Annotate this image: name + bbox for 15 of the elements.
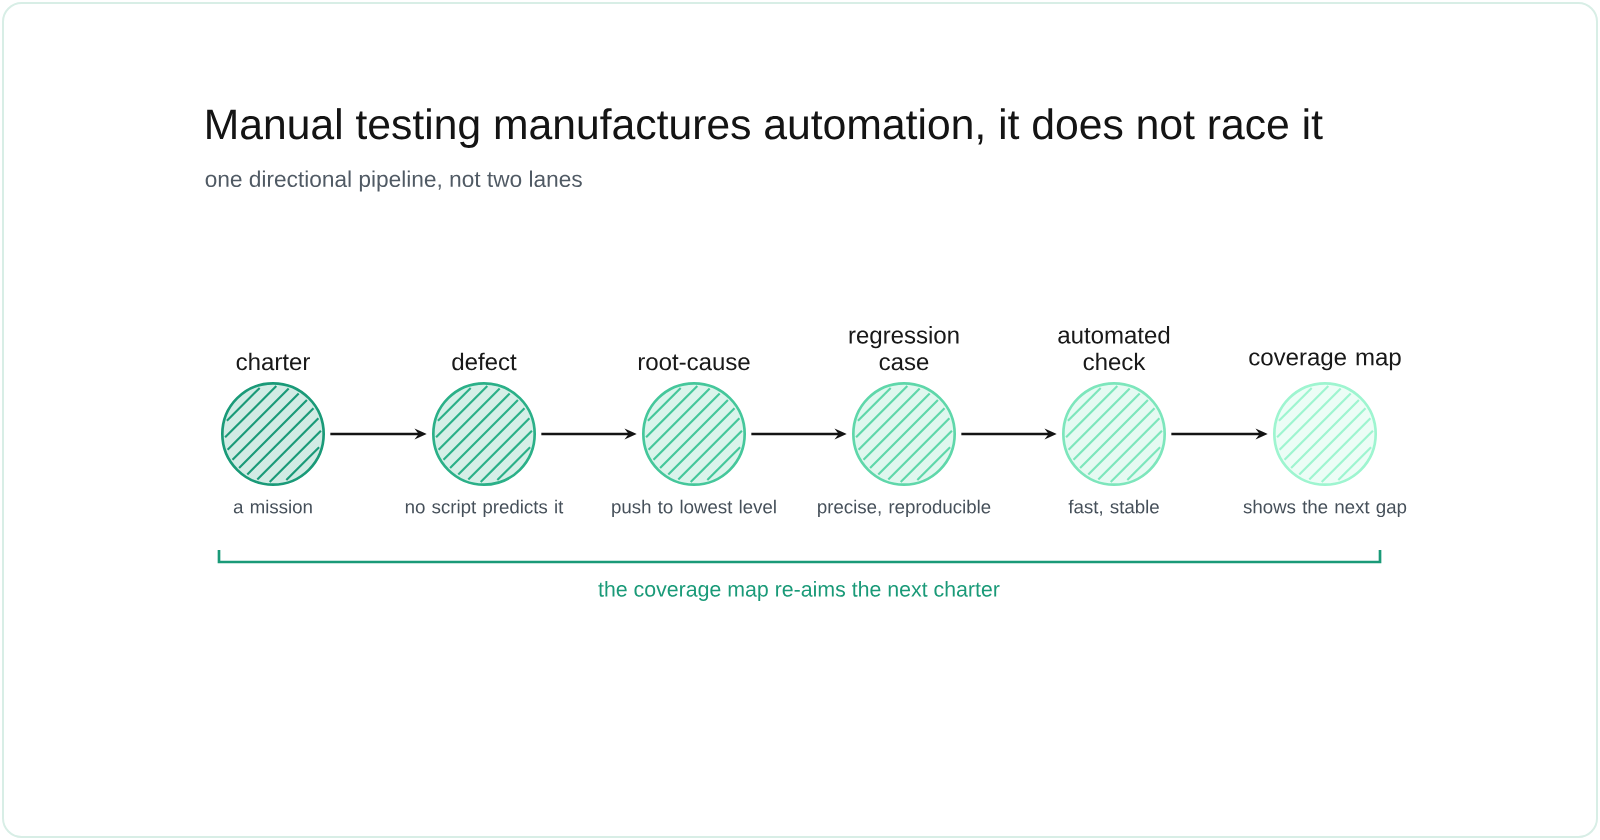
caption-text: a mission <box>233 499 312 514</box>
node-label: regression case <box>849 326 959 371</box>
caption-text: shows the next gap <box>1243 499 1407 518</box>
node-label: automated check <box>1058 326 1170 371</box>
caption-text: precise, reproducible <box>818 499 991 518</box>
caption-text: no script predicts it <box>405 499 564 518</box>
caption-text: fast, stable <box>1068 499 1159 516</box>
node-label: charter <box>236 352 310 371</box>
node-label: root-cause <box>638 354 750 371</box>
title: Manual testing manufactures automation, it does not race it <box>207 108 1323 148</box>
caption-text: push to lowest level <box>612 499 776 518</box>
subtitle: one directional pipeline, not two lanes <box>205 170 582 192</box>
node-label: coverage map <box>1249 352 1401 371</box>
bracket-label: the coverage map re-aims the next charter <box>598 581 1000 601</box>
node-label: defect <box>452 352 517 371</box>
